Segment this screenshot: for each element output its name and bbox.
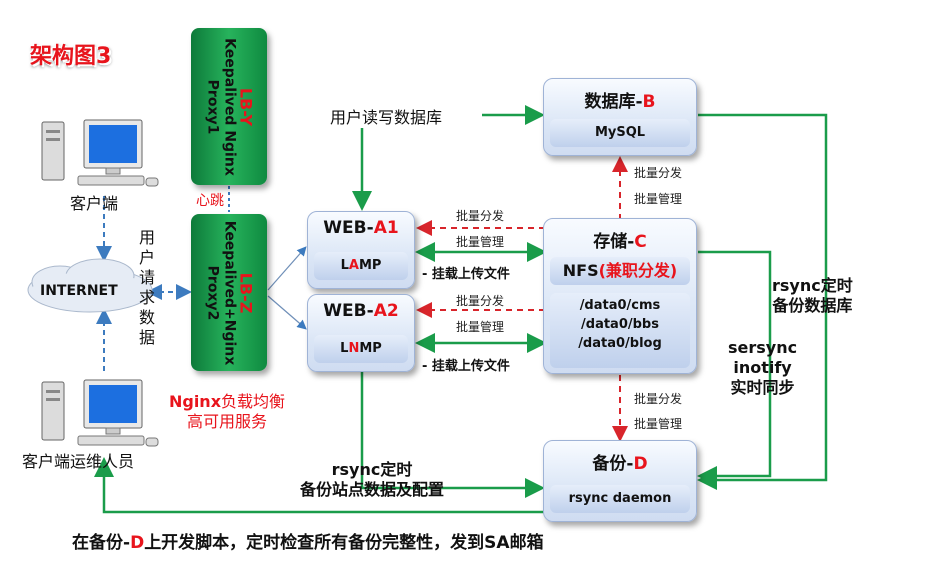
ops-label: 客户端运维人员: [22, 452, 135, 471]
rsync-db-label: rsync定时 备份数据库: [772, 276, 853, 315]
ops-computer-icon: [41, 379, 159, 447]
sersync-label: sersync inotify 实时同步: [728, 338, 798, 397]
batch-mgmt-a2: 批量管理: [456, 320, 505, 334]
diagram-title: 架构图3: [30, 44, 112, 69]
rsync-site-label: rsync定时 备份站点数据及配置: [300, 460, 445, 499]
footer-note: 在备份-D上开发脚本，定时检查所有备份完整性，发到SA邮箱: [72, 533, 544, 553]
mount-upload-a2: - 挂载上传文件: [422, 359, 510, 374]
storage-c-node: 存储-C NFS(兼职分发) /data0/cms /data0/bbs /da…: [543, 218, 697, 374]
lb-y-line2: Proxy1: [204, 79, 221, 134]
lb-z-name: LB-Z: [236, 272, 256, 313]
lb-y-name: LB-Y: [236, 87, 256, 126]
batch-dist-a1: 批量分发: [456, 209, 505, 223]
internet-cloud-icon: [27, 258, 153, 313]
lb-z-node: LB-Z Keepalived+Nginx Proxy2: [191, 214, 267, 371]
web-a1-node: WEB-A1 LAMP: [307, 211, 415, 289]
batch-dist-a2: 批量分发: [456, 294, 505, 308]
db-b-node: 数据库-B MySQL: [543, 78, 697, 156]
client-label: 客户端: [70, 194, 119, 213]
batch-mgmt-db: 批量管理: [634, 192, 683, 206]
lb-y-line1: Keepalived Nginx: [221, 37, 238, 176]
lb-z-line2: Proxy2: [204, 265, 221, 320]
batch-dist-db: 批量分发: [634, 166, 683, 180]
mount-upload-a1: - 挂载上传文件: [422, 267, 510, 282]
heartbeat-label: 心跳: [196, 193, 224, 209]
batch-dist-backup: 批量分发: [634, 392, 683, 406]
lb-y-node: LB-Y Keepalived Nginx Proxy1: [191, 28, 267, 185]
batch-mgmt-backup: 批量管理: [634, 417, 683, 431]
client-computer-icon: [41, 119, 159, 187]
user-request-text: 用 户 请 求 数 据: [138, 228, 155, 347]
internet-label: INTERNET: [40, 283, 118, 299]
user-rw-db-label: 用户读写数据库: [330, 108, 443, 127]
backup-d-node: 备份-D rsync daemon: [543, 440, 697, 522]
nginx-note: Nginx负载均衡 高可用服务: [168, 392, 286, 431]
web-a2-node: WEB-A2 LNMP: [307, 294, 415, 372]
batch-mgmt-a1: 批量管理: [456, 235, 505, 249]
lb-z-line1: Keepalived+Nginx: [221, 220, 238, 365]
